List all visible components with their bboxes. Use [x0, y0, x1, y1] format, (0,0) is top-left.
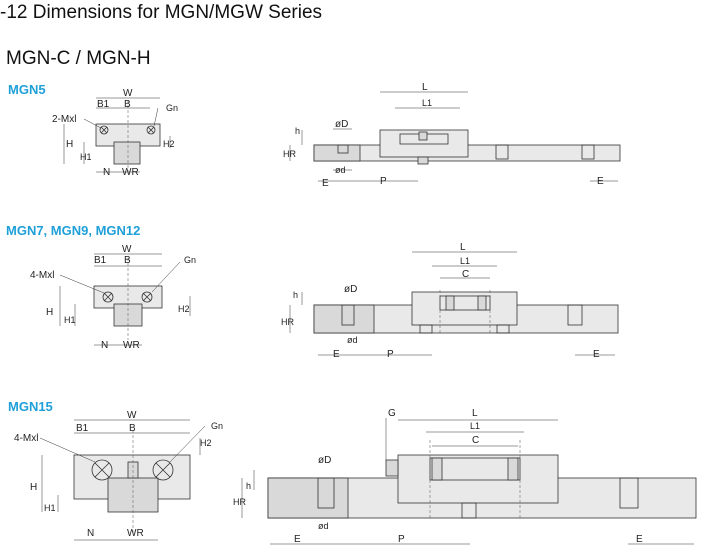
- dim-B1: B1: [97, 99, 110, 110]
- model-label-mgn7-9-12: MGN7, MGN9, MGN12: [6, 223, 141, 238]
- dim-Gn: Gn: [211, 421, 223, 431]
- dim-HR: HR: [283, 149, 296, 159]
- front-view-mgn7-9-12: [59, 253, 191, 346]
- dim-H2: H2: [163, 139, 175, 149]
- front-view-mgn15: [39, 419, 206, 541]
- dim-WR: WR: [127, 528, 144, 539]
- dim-C: C: [472, 435, 479, 446]
- dim-Gn: Gn: [166, 103, 178, 113]
- dim-E-right: E: [597, 176, 604, 187]
- dim-H1: H1: [80, 152, 92, 162]
- dim-Gn: Gn: [184, 255, 196, 265]
- dim-N: N: [101, 340, 108, 351]
- dim-h: h: [295, 126, 300, 136]
- series-subtitle: MGN-C / MGN-H: [6, 48, 151, 69]
- dim-WR: WR: [122, 167, 139, 178]
- dim-d: ød: [318, 521, 329, 531]
- dim-H1: H1: [44, 503, 56, 513]
- dim-L: L: [422, 82, 428, 93]
- dim-N: N: [103, 167, 110, 178]
- dim-mount: 4-Mxl: [30, 270, 54, 281]
- dim-B: B: [124, 255, 131, 266]
- dim-H: H: [46, 307, 53, 318]
- dim-L: L: [472, 408, 478, 419]
- dim-mount: 2-Mxl: [52, 114, 76, 125]
- dim-D: øD: [344, 284, 357, 295]
- dim-L1: L1: [470, 421, 480, 431]
- dim-H2: H2: [178, 304, 190, 314]
- dim-h: h: [293, 290, 298, 300]
- dim-W: W: [123, 88, 133, 99]
- dim-D: øD: [335, 119, 348, 130]
- dim-HR: HR: [233, 497, 246, 507]
- dim-B: B: [129, 423, 136, 434]
- page-title: -12 Dimensions for MGN/MGW Series: [0, 2, 323, 23]
- dim-G: G: [388, 408, 396, 419]
- dim-WR: WR: [123, 340, 140, 351]
- dim-E-left: E: [333, 349, 340, 360]
- dim-H2: H2: [200, 438, 212, 448]
- dim-C: C: [462, 269, 469, 280]
- dim-H: H: [30, 482, 37, 493]
- dim-B: B: [124, 99, 131, 110]
- dim-L: L: [460, 242, 466, 253]
- dim-N: N: [87, 528, 94, 539]
- dim-E-right: E: [636, 534, 643, 545]
- front-view-mgn5: [63, 97, 171, 175]
- dim-P: P: [387, 349, 394, 360]
- dim-B1: B1: [76, 423, 89, 434]
- dim-H1: H1: [64, 315, 76, 325]
- side-view-mgn5: [289, 91, 621, 182]
- dim-E-left: E: [322, 178, 329, 189]
- model-label-mgn15: MGN15: [8, 399, 53, 414]
- dim-P: P: [398, 534, 405, 545]
- dim-h: h: [246, 481, 251, 491]
- dim-mount: 4-Mxl: [14, 433, 38, 444]
- dim-W: W: [122, 244, 132, 255]
- model-label-mgn5: MGN5: [8, 82, 46, 97]
- dim-d: ød: [335, 165, 346, 175]
- dim-HR: HR: [281, 317, 294, 327]
- dim-L1: L1: [422, 98, 432, 108]
- dim-E-right: E: [593, 349, 600, 360]
- dim-D: øD: [318, 455, 331, 466]
- dim-B1: B1: [94, 255, 107, 266]
- rail-profile: [113, 141, 141, 165]
- dim-P: P: [380, 176, 387, 187]
- dim-E-left: E: [294, 534, 301, 545]
- dim-H: H: [66, 139, 73, 150]
- dim-W: W: [127, 410, 137, 421]
- side-view-mgn15: [241, 418, 697, 545]
- dim-L1: L1: [460, 256, 470, 266]
- dim-d: ød: [347, 335, 358, 345]
- side-view-mgn7-9-12: [289, 251, 619, 356]
